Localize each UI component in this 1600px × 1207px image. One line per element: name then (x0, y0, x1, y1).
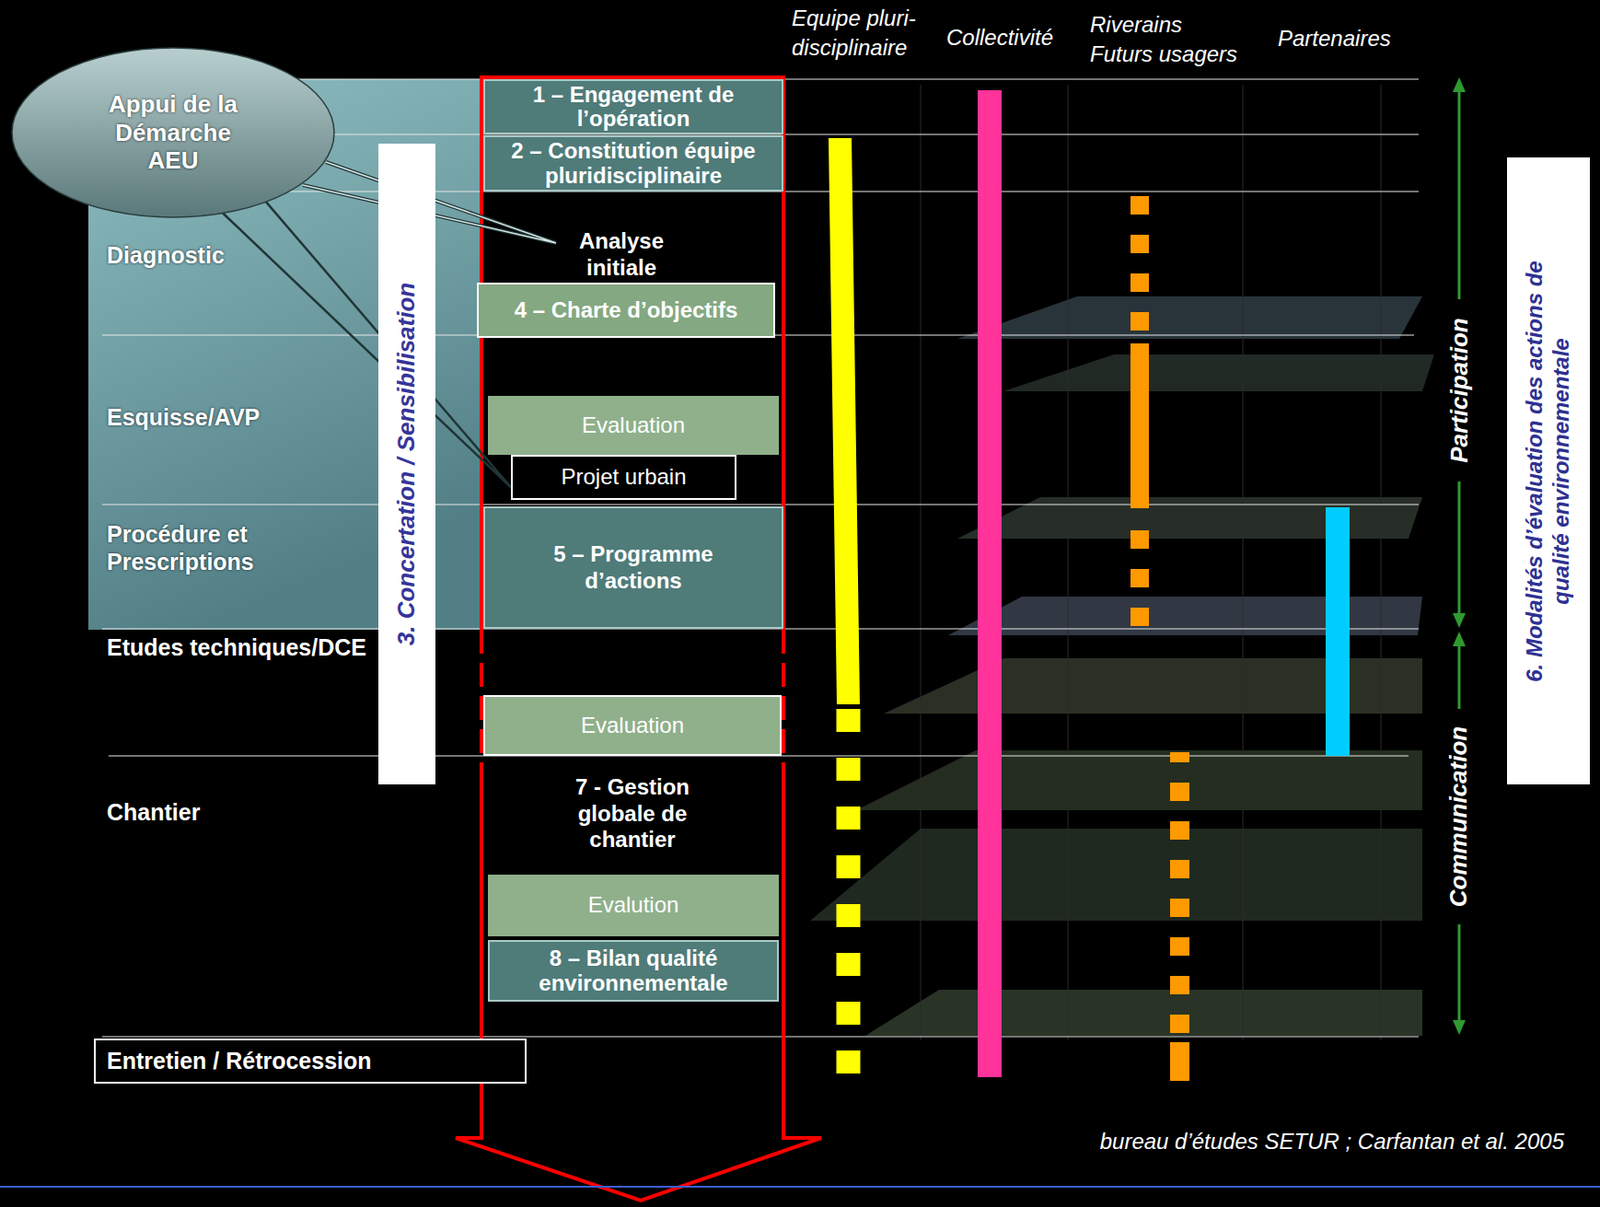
actor-bar-dashed (836, 708, 861, 1075)
actor-bar-dashed (1170, 782, 1190, 1035)
source-caption: bureau d’études SETUR ; Carfantan et al.… (1100, 1128, 1565, 1155)
node-text: Evalution (588, 892, 680, 917)
column-header: Equipe pluri- disciplinaire (791, 3, 926, 63)
phase-label: Etudes techniques/DCE (106, 633, 379, 661)
photo-layer (948, 596, 1423, 636)
phase-label: Esquisse/AVP (106, 403, 379, 431)
process-column: Analyse initiale 7 - Gestion globale de c… (481, 77, 784, 1138)
axis-label: Participation (1445, 317, 1473, 463)
actor-bar-dashed (1130, 196, 1149, 331)
axis-arrow-line (1458, 90, 1461, 300)
node-text: 2 – Constitution équipe pluridisciplinai… (490, 139, 777, 188)
actor-bar (1130, 343, 1149, 509)
actor-bar (828, 138, 860, 705)
axis-arrow-line (1458, 644, 1461, 709)
node-text: Entretien / Rétrocession (106, 1048, 372, 1075)
photo-layer (810, 828, 1423, 921)
node-text: 7 - Gestion globale de chantier (549, 774, 716, 854)
node-text: Evaluation (580, 713, 685, 738)
layer-edge (1380, 84, 1382, 1041)
axis-label: Communication (1444, 726, 1473, 907)
photo-layer (865, 989, 1423, 1036)
phase-label: Procédure et Prescriptions (106, 520, 374, 576)
node-text: 3. Concertation / Sensibilisation (392, 187, 421, 741)
phase-box: Entretien / Rétrocession (93, 1038, 527, 1084)
layer-edge (1242, 84, 1244, 1041)
arrowhead (1452, 1020, 1466, 1035)
callout-tail (222, 201, 511, 487)
vertical-band: 6. Modalités d’évaluation des actions de… (1507, 157, 1590, 785)
process-outline (481, 77, 784, 630)
arrowhead (1452, 631, 1466, 647)
step-box: 5 – Programme d’actions (483, 506, 784, 629)
actor-bar (1170, 1042, 1190, 1081)
arrowhead (1452, 77, 1466, 93)
step-box: 1 – Engagement de l’opération (483, 79, 784, 135)
node-text: 8 – Bilan qualité environnementale (495, 946, 772, 996)
actor-bar (977, 90, 1002, 1078)
actor-bar (1170, 752, 1190, 763)
row-line (102, 503, 1419, 505)
callout-ellipse: Appui de la Démarche AEU (10, 46, 337, 220)
evaluation-box: Evaluation (487, 395, 779, 455)
node-text: Projet urbain (560, 464, 686, 489)
axis-arrow-line (1458, 924, 1461, 1022)
layer-edge (920, 84, 922, 1041)
column-header: Riverains Futurs usagers (1089, 10, 1245, 70)
photo-layer (957, 296, 1423, 339)
evaluation-box: Evaluation (483, 695, 782, 756)
photo-layer (957, 497, 1423, 539)
project-box: Projet urbain (510, 454, 737, 500)
photo-layer (856, 750, 1423, 811)
vertical-band: 3. Concertation / Sensibilisation (378, 143, 436, 785)
node-text: 5 – Programme d’actions (527, 541, 740, 595)
step-box: 8 – Bilan qualité environnementale (487, 939, 779, 1002)
evaluation-box: Evalution (487, 874, 779, 937)
column-header: Collectivité (946, 23, 1054, 53)
actor-bar-dashed (1130, 530, 1149, 627)
row-line (102, 1035, 1419, 1037)
arrowhead (1452, 613, 1466, 628)
step-box: 4 – Charte d’objectifs (476, 282, 776, 338)
axis-arrow-line (1458, 481, 1461, 615)
node-text: 1 – Engagement de l’opération (490, 82, 777, 132)
process-outline-dashed (481, 629, 784, 776)
phase-label: Diagnostic (106, 241, 379, 269)
node-text: Analyse initiale (552, 228, 691, 282)
callout-ellipse-shape (11, 47, 335, 218)
phase-label: Chantier (106, 798, 379, 826)
layer-edge (1067, 84, 1069, 1041)
step-box: 2 – Constitution équipe pluridisciplinai… (483, 135, 784, 192)
node-text: Evaluation (581, 413, 685, 438)
column-header: Partenaires (1277, 23, 1392, 54)
node-text: Appui de la Démarche AEU (88, 90, 259, 175)
footer-rule (0, 1185, 1600, 1188)
node-text: 6. Modalités d’évaluation des actions de… (1521, 222, 1576, 720)
actor-bar (1325, 507, 1350, 756)
node-text: 4 – Charte d’objectifs (514, 298, 739, 323)
